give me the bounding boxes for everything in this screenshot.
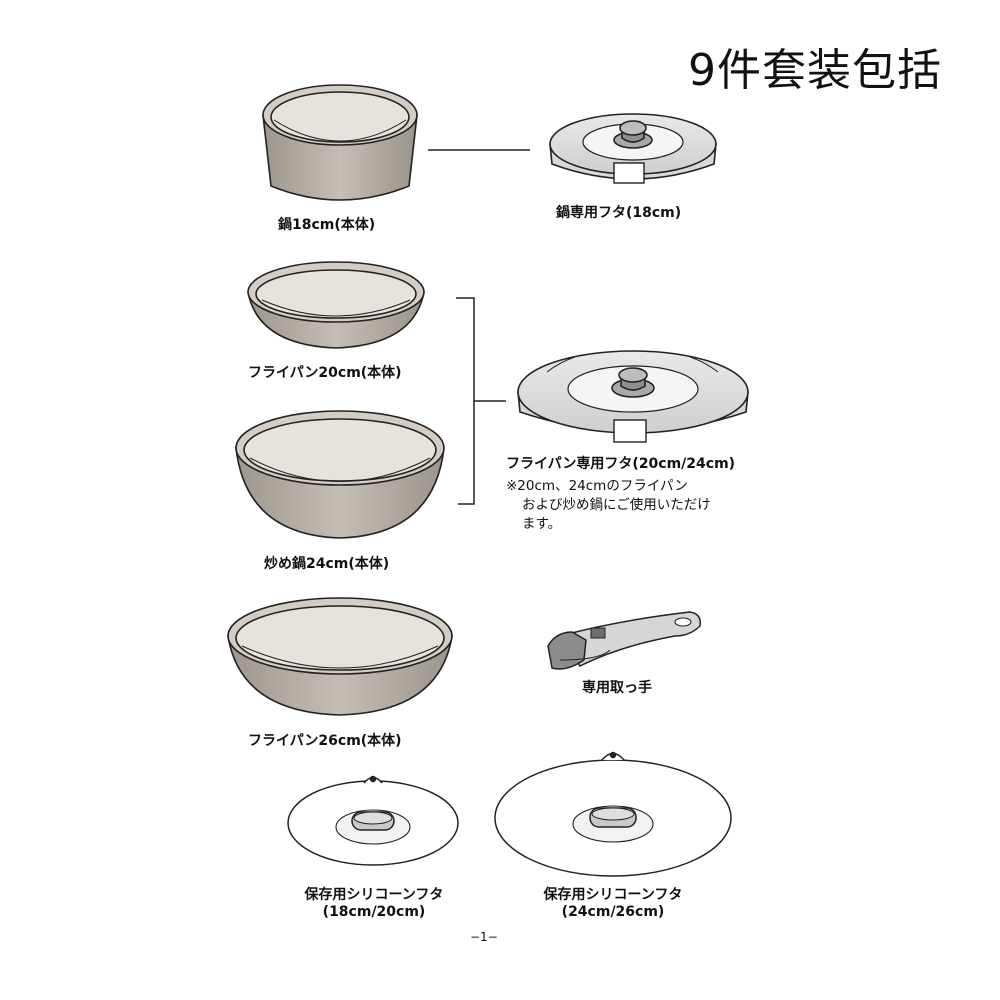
label-handle: 専用取っ手	[582, 680, 652, 696]
label-silicone-lid-small: 保存用シリコーンフタ (18cm/20cm)	[290, 884, 458, 920]
wok-24-illustration	[235, 410, 445, 539]
pot-18-illustration	[262, 84, 418, 201]
silicone-lid-large-illustration	[494, 751, 732, 877]
page-title: 9件套装包括	[688, 45, 942, 96]
silicone-lid-small-illustration	[287, 775, 459, 866]
note-line: および炒め鍋にご使用いただけ	[522, 497, 711, 513]
frypan-lid-illustration	[517, 350, 749, 443]
label-wok-24: 炒め鍋24cm(本体)	[264, 556, 390, 572]
label-frypan-26: フライパン26cm(本体)	[248, 733, 402, 749]
silicone-lid-large-size: (24cm/26cm)	[561, 904, 665, 920]
bracket-line	[456, 297, 506, 505]
label-silicone-lid-large: 保存用シリコーンフタ (24cm/26cm)	[529, 884, 697, 920]
silicone-lid-large-name: 保存用シリコーンフタ	[543, 887, 683, 903]
handle-illustration	[547, 611, 702, 670]
frypan-20-illustration	[247, 261, 425, 349]
label-pot-18: 鍋18cm(本体)	[278, 217, 376, 233]
note-line: ※20cm、24cmのフライパン	[506, 478, 688, 494]
label-frypan-lid: フライパン専用フタ(20cm/24cm)	[506, 456, 736, 472]
label-pot-lid-18: 鍋専用フタ(18cm)	[556, 205, 682, 221]
silicone-lid-small-size: (18cm/20cm)	[322, 904, 426, 920]
label-frypan-20: フライパン20cm(本体)	[248, 365, 402, 381]
silicone-lid-small-name: 保存用シリコーンフタ	[304, 887, 444, 903]
pot-lid-18-illustration	[549, 113, 717, 184]
frypan-26-illustration	[227, 597, 453, 716]
note-line: ます。	[522, 516, 562, 532]
lid-compatibility-note: ※20cm、24cmのフライパン および炒め鍋にご使用いただけ ます。	[506, 477, 711, 534]
page-number: −1−	[470, 930, 498, 944]
